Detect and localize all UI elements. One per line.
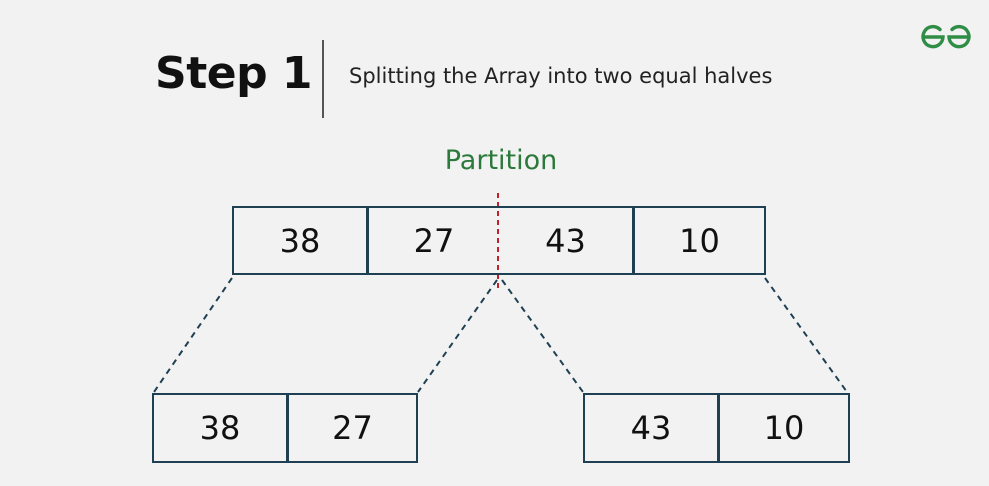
cell-value: 38 [199, 409, 241, 447]
array-cell-original-2: 43 [499, 206, 632, 275]
cell-value: 27 [413, 221, 455, 260]
array-cell-left-0: 38 [152, 393, 286, 463]
cell-value: 27 [332, 409, 373, 447]
geeksforgeeks-logo-icon [921, 24, 971, 49]
array-cell-original-1: 27 [366, 206, 499, 275]
step-description: Splitting the Array into two equal halve… [349, 64, 773, 88]
title-divider [322, 40, 324, 118]
array-cell-right-0: 43 [583, 393, 717, 463]
cell-value: 38 [279, 221, 321, 260]
connector-left-inner [417, 279, 498, 393]
array-cell-left-1: 27 [286, 393, 418, 463]
cell-value: 43 [630, 409, 672, 447]
cell-value: 10 [679, 221, 720, 260]
connector-right-inner [501, 279, 584, 393]
step-title: Step 1 [155, 48, 313, 99]
array-cell-original-0: 38 [232, 206, 366, 275]
connector-left-outer [153, 277, 233, 393]
array-cell-original-3: 10 [632, 206, 766, 275]
cell-value: 43 [545, 221, 586, 260]
connector-right-outer [764, 277, 848, 393]
array-cell-right-1: 10 [717, 393, 850, 463]
partition-label: Partition [444, 145, 558, 176]
cell-value: 10 [763, 409, 805, 447]
